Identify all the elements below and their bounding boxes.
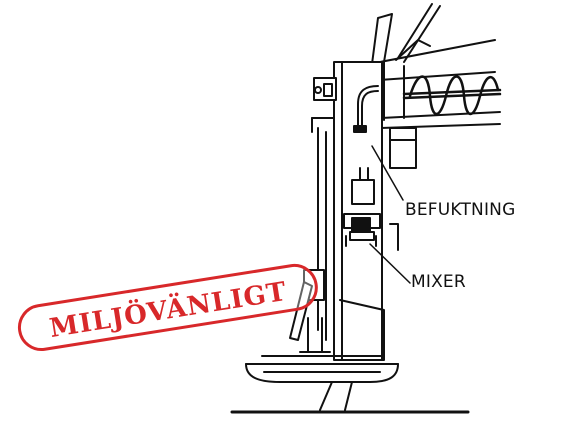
moistening-tube [353, 85, 417, 169]
mixer-assembly [343, 167, 399, 251]
auger-spiral [402, 75, 502, 116]
stamp-graphic: MILJÖVÄNLIGT [17, 263, 318, 352]
top-arm [371, 3, 441, 65]
callout-befuktning: BEFUKTNING [405, 200, 516, 220]
spreader-disc [230, 355, 470, 414]
leader-lines [369, 145, 411, 284]
eco-stamp: MILJÖVÄNLIGT [6, 263, 336, 353]
callout-mixer: MIXER [411, 272, 466, 292]
stamp-border [17, 263, 318, 352]
auger-housing [379, 39, 501, 129]
lower-section [289, 269, 385, 361]
